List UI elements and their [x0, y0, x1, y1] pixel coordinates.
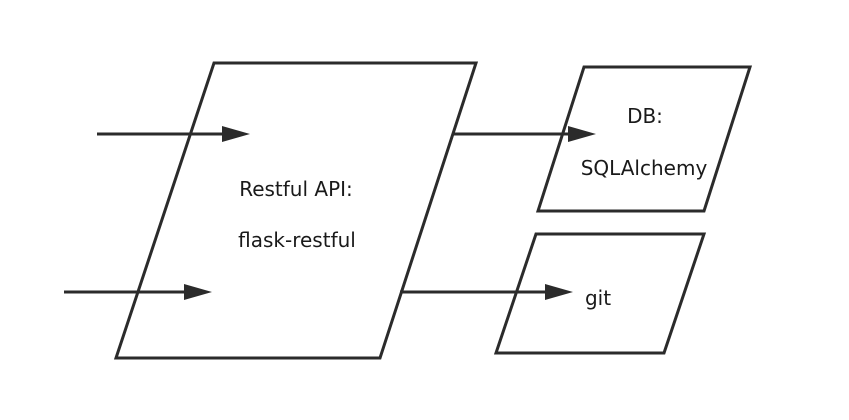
git-node-shape [493, 232, 707, 355]
api-to-db-arrow [454, 126, 596, 142]
api-node-label-line1: Restful API: [239, 177, 353, 201]
db-node-label-line2: SQLAlchemy [581, 156, 708, 180]
api-node-label-line2: flask-restful [238, 228, 356, 252]
db-node-label-line1: DB: [627, 104, 663, 128]
db-node-shape [535, 65, 753, 213]
git-node-label: git [585, 286, 611, 310]
api-to-git-arrow [400, 284, 573, 300]
input-top-arrow [97, 126, 250, 142]
api-node-shape [113, 61, 479, 360]
input-bottom-arrow [64, 284, 212, 300]
